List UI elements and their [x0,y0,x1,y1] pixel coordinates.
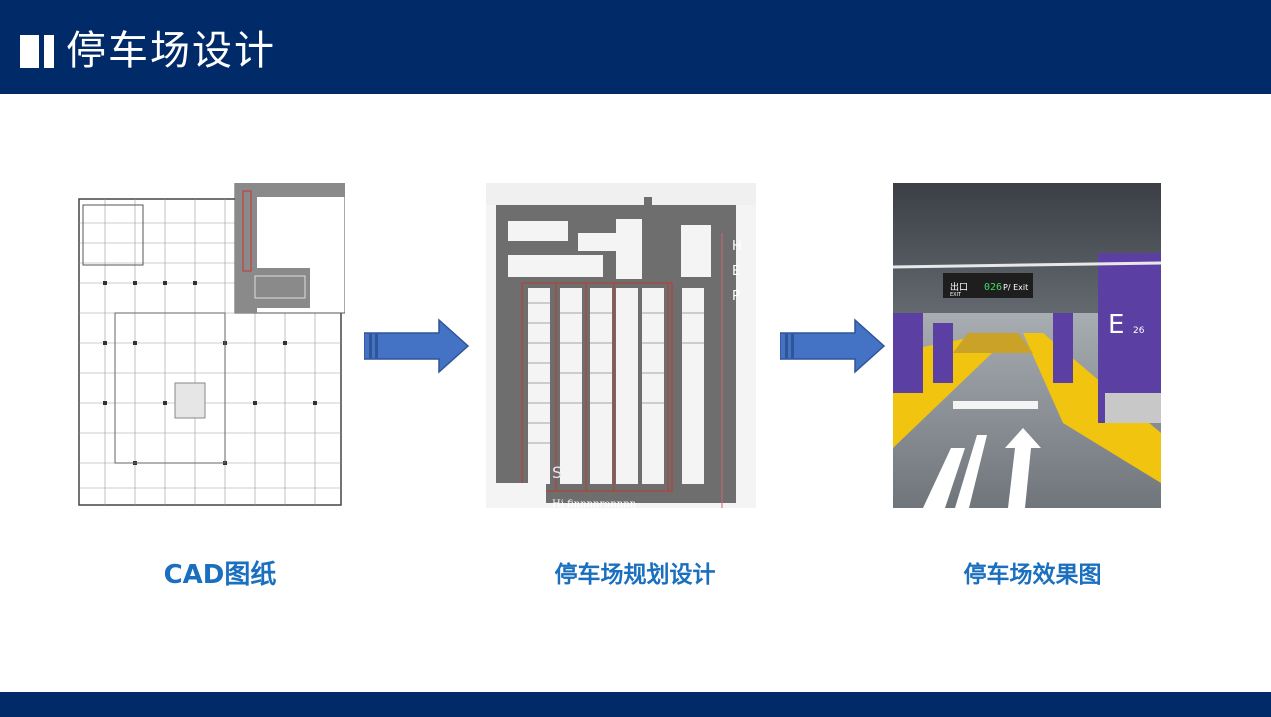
footer-bar [0,692,1271,717]
bay-number: 026 [984,282,1002,293]
exit-sign: 出口 [950,281,968,293]
caption-cad: CAD图纸 [163,560,277,590]
title-marker-bar [44,35,54,68]
cad-drawing-image [75,183,345,508]
title-marker-block [20,35,39,68]
caption-plan: 停车场规划设计 [554,562,716,588]
plan-letter-h: H [732,239,742,254]
pillar-letter: E [1108,310,1124,340]
garage-rendering-image: 出口 EXIT 026 P/ Exit E 26 [893,183,1161,508]
plan-bottom-label: Hi finnnnronnnn [552,499,637,508]
plan-letter-p: P [732,289,740,304]
arrow-right-icon [364,318,470,374]
plan-letter-s: S [552,463,562,482]
parking-plan-image: H E P S Hi finnnnronnnn [486,183,756,508]
page-title: 停车场设计 [66,28,276,74]
header-bar: 停车场设计 [0,0,1271,94]
plan-letter-e: E [732,264,740,279]
pillar-number: 26 [1133,326,1145,336]
exit-sign-en: EXIT [950,292,962,298]
arrow-right-icon [780,318,886,374]
bay-label: P/ Exit [1003,283,1028,292]
caption-rendering: 停车场效果图 [963,562,1102,588]
